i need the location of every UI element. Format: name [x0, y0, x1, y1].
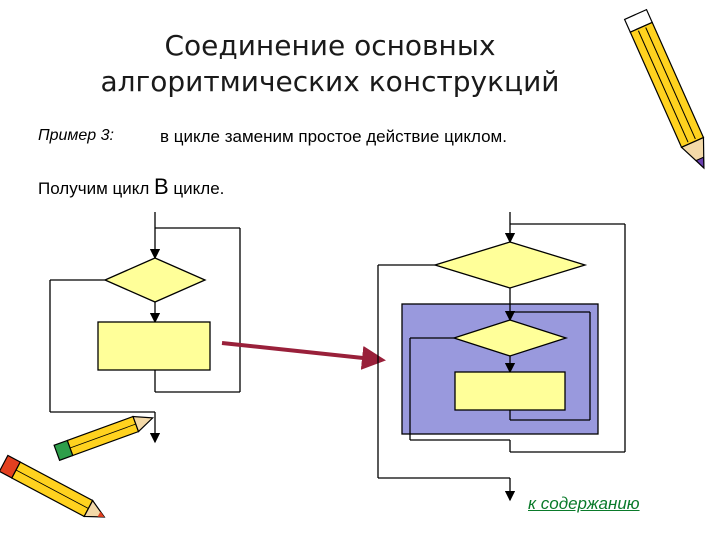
pencil-icon [623, 8, 705, 170]
result-word-3: цикле [173, 179, 220, 198]
result-word-2: В [154, 174, 169, 199]
title-line-2: алгоритмических конструкций [100, 65, 560, 98]
example-label: Пример 3: [38, 127, 114, 144]
example-text-before: в цикле заменим простое действие [160, 127, 445, 146]
contents-link[interactable]: к содержанию [528, 494, 640, 513]
example-text-after: . [502, 127, 507, 146]
example-text: в цикле заменим простое действие циклом. [160, 127, 507, 147]
result-text-before: Получим [38, 179, 113, 198]
transform-arrow [221, 341, 386, 370]
example-text-emph: циклом [444, 127, 503, 146]
result-text: Получим цикл В цикле. [38, 174, 224, 200]
loop-condition-diamond [103, 257, 207, 303]
result-word-1: цикл [112, 179, 150, 198]
title-line-1: Соединение основных [164, 29, 496, 62]
outer-loop-condition-diamond [432, 241, 588, 289]
simple-loop-diagram [49, 212, 241, 444]
nested-loop-diagram [377, 212, 626, 502]
result-text-after: . [219, 179, 225, 198]
inner-action-block [454, 371, 566, 411]
page-title: Соединение основных алгоритмических конс… [60, 28, 600, 100]
pencils-icon [0, 415, 155, 518]
simple-action-block [97, 321, 211, 371]
